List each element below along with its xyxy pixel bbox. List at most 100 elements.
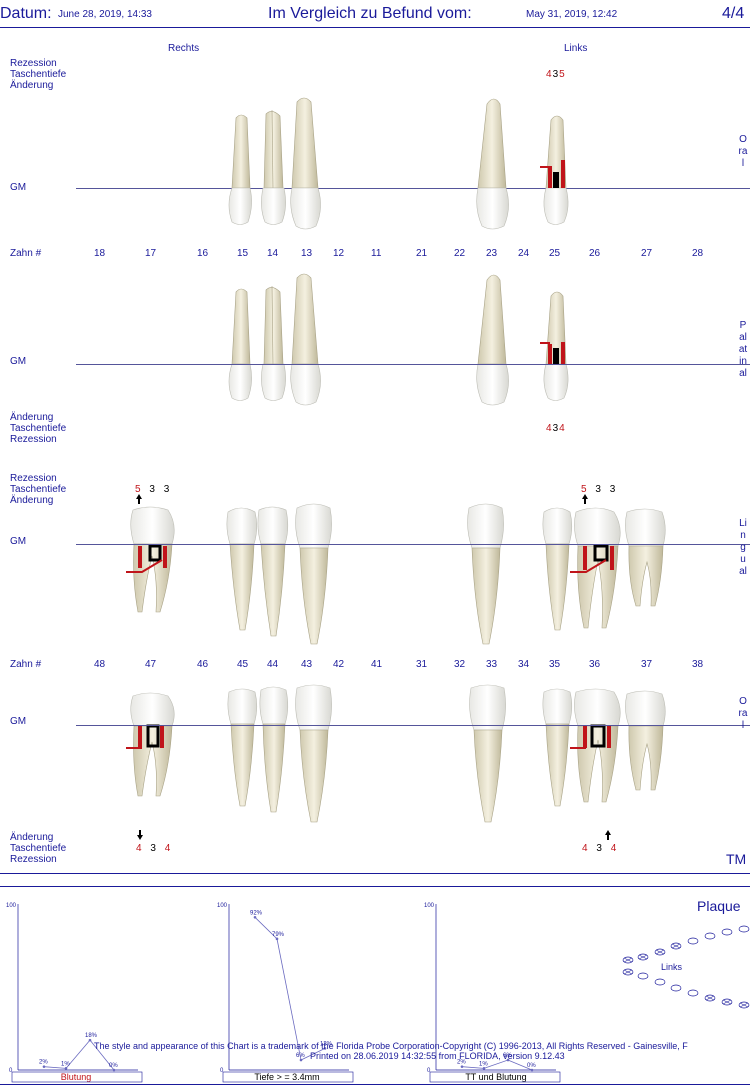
tooth-l45-ling	[226, 507, 258, 631]
tooth-number-17: 17	[145, 248, 157, 259]
tooth-u14-oral	[261, 109, 286, 225]
side-left-label: Links	[564, 43, 588, 54]
tooth-number-15: 15	[237, 248, 249, 259]
data-point	[64, 1067, 68, 1070]
data-point	[88, 1038, 92, 1042]
tooth-number-24: 24	[518, 248, 530, 259]
section-rule-top	[0, 873, 750, 874]
tooth-l35-oral	[542, 688, 573, 807]
tooth-number-16: 16	[197, 248, 209, 259]
section-rule-bottom	[0, 886, 750, 887]
vertical-oral-lower: Oral	[738, 696, 748, 731]
tooth-number-46: 46	[197, 659, 209, 670]
data-label: 2%	[457, 1060, 466, 1066]
label-rezession: Rezession	[10, 473, 57, 484]
footer-copyright: The style and appearance of this Chart i…	[94, 1041, 688, 1051]
tooth-l33-oral	[469, 684, 506, 823]
vertical-oral-upper: Oral	[738, 134, 748, 169]
footer-printed: Printed on 28.06.2019 14:32:55 from FLOR…	[310, 1051, 565, 1061]
label-taschentiefe: Taschentiefe	[10, 484, 67, 495]
series-line	[461, 1059, 533, 1071]
tooth-number-35: 35	[549, 659, 561, 670]
y-min-label: 0	[9, 1068, 13, 1074]
tooth-l47-oral	[126, 692, 175, 797]
data-label: 6%	[296, 1053, 305, 1059]
tooth-u23-pal	[476, 274, 509, 406]
tooth-number-48: 48	[94, 659, 106, 670]
datum-value: June 28, 2019, 14:33	[58, 9, 152, 20]
data-label: 1%	[61, 1061, 70, 1067]
tooth-number-33: 33	[486, 659, 498, 670]
tm-label: TM	[726, 851, 747, 867]
tooth-number-12: 12	[333, 248, 345, 259]
tooth-u14-pal	[261, 285, 286, 401]
tooth-number-38: 38	[692, 659, 704, 670]
tooth-number-37: 37	[641, 659, 653, 670]
tooth-l45-oral	[227, 688, 258, 807]
label-rezession: Rezession	[10, 434, 57, 445]
header-rule	[0, 27, 750, 28]
gm-label-upper-pal: GM	[10, 356, 27, 367]
gm-label-upper-oral: GM	[10, 182, 27, 193]
data-label: 2%	[39, 1060, 48, 1066]
data-point	[275, 937, 279, 941]
gm-line-lower-ling	[76, 544, 750, 545]
vergleich-label: Im Vergleich zu Befund vom:	[268, 5, 472, 22]
tooth-number-27: 27	[641, 248, 653, 259]
tooth-number-18: 18	[94, 248, 106, 259]
data-point	[42, 1065, 46, 1068]
label-taschentiefe: Taschentiefe	[10, 69, 67, 80]
data-point	[112, 1068, 116, 1072]
data-label: 0%	[109, 1063, 118, 1069]
arrow-down-icon	[137, 830, 143, 840]
data-label: 0%	[527, 1063, 536, 1069]
label-aenderung: Änderung	[10, 495, 54, 506]
y-min-label: 0	[427, 1068, 431, 1074]
tooth-u23-oral	[476, 98, 509, 230]
tooth-l36-oral	[570, 688, 621, 803]
side-right-label: Rechts	[168, 43, 200, 54]
y-min-label: 0	[220, 1068, 224, 1074]
gm-label-lower-oral: GM	[10, 716, 27, 727]
tooth-number-34: 34	[518, 659, 530, 670]
tooth-number-42: 42	[333, 659, 345, 670]
tooth-u15-oral	[228, 114, 252, 225]
arrow-up-icon	[136, 494, 142, 504]
measure-l47-oral: 4 3 4	[136, 843, 172, 854]
tooth-l33-ling	[467, 503, 504, 645]
tooth-number-13: 13	[301, 248, 313, 259]
measure-l36-ling: 5 3 3	[581, 484, 617, 495]
gm-line-lower-oral	[76, 725, 750, 726]
series-line	[254, 916, 326, 1061]
tooth-number-25: 25	[549, 248, 561, 259]
tooth-number-28: 28	[692, 248, 704, 259]
label-rezession: Rezession	[10, 58, 57, 69]
y-max-label: 100	[6, 903, 17, 909]
tooth-l36-ling	[570, 507, 621, 629]
data-label: 92%	[250, 910, 263, 916]
label-aenderung: Änderung	[10, 80, 54, 91]
series-line	[43, 1039, 115, 1071]
arrow-up-icon	[582, 494, 588, 504]
tooth-l37-oral	[625, 690, 666, 791]
datum-label: Datum:	[0, 5, 52, 22]
tooth-u13-pal	[290, 273, 321, 406]
tooth-number-11: 11	[371, 248, 382, 259]
tooth-l35-ling	[542, 507, 573, 631]
y-max-label: 100	[424, 903, 435, 909]
measure-l36-oral: 4 3 4	[582, 843, 618, 854]
zahn-label-lower: Zahn #	[10, 659, 42, 670]
tooth-number-41: 41	[371, 659, 383, 670]
tooth-number-45: 45	[237, 659, 249, 670]
tooth-l43-ling	[295, 503, 332, 645]
tooth-number-14: 14	[267, 248, 279, 259]
label-aenderung: Änderung	[10, 412, 54, 423]
tooth-number-26: 26	[589, 248, 601, 259]
y-max-label: 100	[217, 903, 228, 909]
tooth-number-22: 22	[454, 248, 466, 259]
gm-line-upper-pal	[76, 364, 750, 365]
vergleich-value: May 31, 2019, 12:42	[526, 9, 618, 20]
data-point	[506, 1058, 510, 1062]
